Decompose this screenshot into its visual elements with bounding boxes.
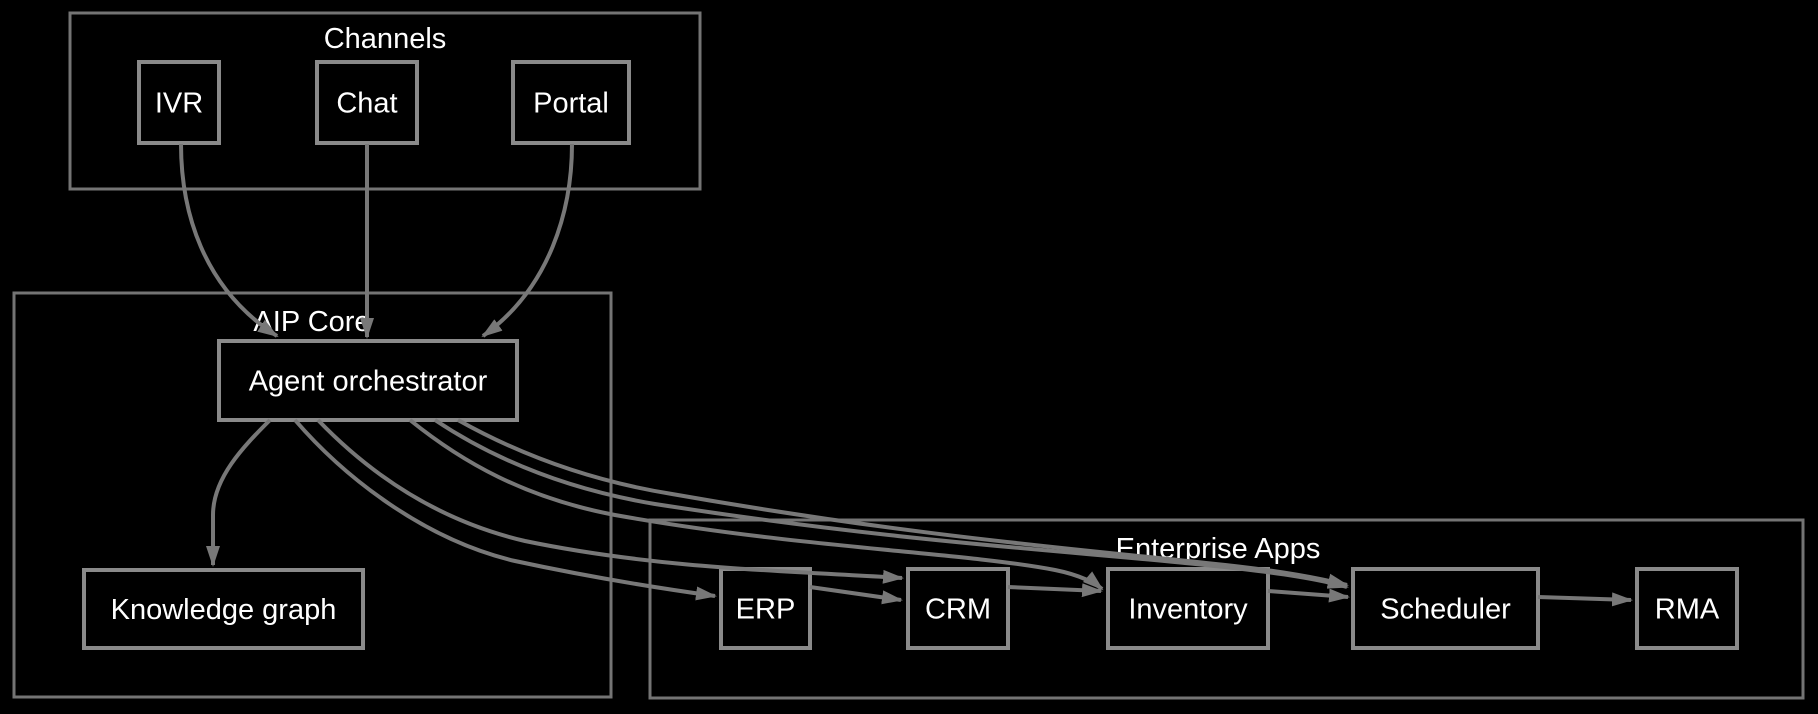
edge-agent-orchestrator--crm bbox=[316, 418, 904, 584]
edge-scheduler--rma bbox=[1537, 592, 1633, 607]
node-label-rma: RMA bbox=[1655, 594, 1720, 626]
node-ivr bbox=[137, 60, 221, 145]
node-scheduler bbox=[1351, 567, 1540, 650]
edge-ivr--agent-orchestrator bbox=[179, 143, 279, 338]
edge-agent-orchestrator--knowledge-graph bbox=[206, 418, 272, 567]
node-rma bbox=[1635, 567, 1739, 650]
node-erp bbox=[719, 567, 812, 650]
node-label-scheduler: Scheduler bbox=[1380, 594, 1511, 626]
node-knowledge-graph bbox=[82, 568, 365, 650]
cluster-label-channels: Channels bbox=[324, 23, 447, 55]
node-label-inventory: Inventory bbox=[1128, 594, 1248, 626]
node-label-portal: Portal bbox=[533, 88, 609, 120]
cluster-channels bbox=[68, 11, 702, 191]
cluster-enterprise-apps bbox=[648, 518, 1805, 700]
node-inventory bbox=[1106, 567, 1270, 650]
node-label-crm: CRM bbox=[925, 594, 991, 626]
edge-agent-orchestrator--inventory bbox=[408, 418, 1104, 591]
node-label-erp: ERP bbox=[736, 594, 796, 626]
node-chat bbox=[315, 60, 419, 145]
node-label-agent-orchestrator: Agent orchestrator bbox=[249, 366, 488, 398]
node-portal bbox=[511, 60, 631, 145]
edge-erp--crm bbox=[809, 585, 903, 605]
edge-agent-orchestrator--rma bbox=[457, 418, 1349, 588]
edge-inventory--scheduler bbox=[1267, 588, 1350, 603]
edge-portal--agent-orchestrator bbox=[481, 143, 574, 338]
node-label-chat: Chat bbox=[336, 88, 397, 120]
node-label-knowledge-graph: Knowledge graph bbox=[111, 594, 337, 626]
edge-agent-orchestrator--erp bbox=[293, 418, 717, 601]
edge-crm--inventory bbox=[1007, 583, 1103, 598]
node-agent-orchestrator bbox=[217, 339, 519, 422]
node-label-ivr: IVR bbox=[155, 88, 203, 120]
node-crm bbox=[906, 567, 1010, 650]
